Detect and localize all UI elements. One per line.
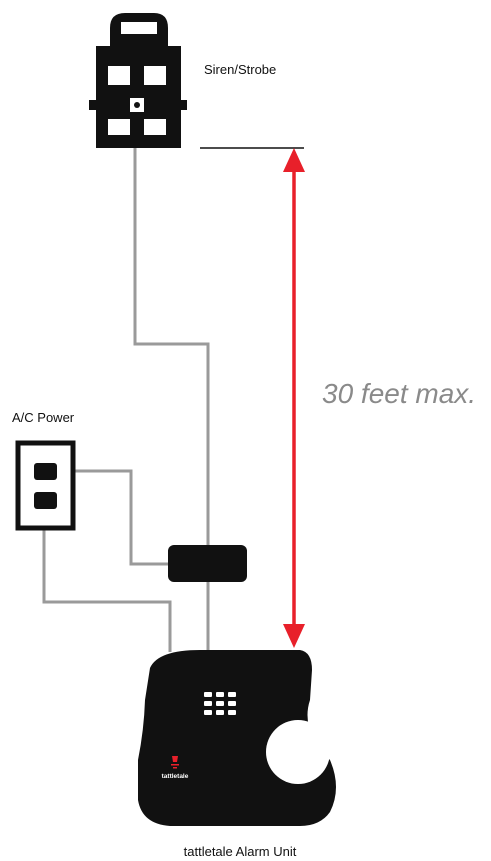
alarm-unit-icon: tattletale (138, 650, 336, 826)
power-outlet-icon (15, 440, 76, 531)
tattletale-logo-icon: tattletale (162, 756, 189, 780)
alarm-unit-label: tattletale Alarm Unit (184, 844, 297, 859)
power-label: A/C Power (12, 410, 75, 425)
keypad-icon (204, 692, 236, 715)
alarm-unit-sensor-icon (266, 720, 330, 784)
siren-strobe-icon (89, 13, 187, 148)
alarm-unit-brand: tattletale (162, 773, 189, 780)
distance-label: 30 feet max. (322, 378, 476, 409)
power-adapter-icon (168, 545, 247, 582)
distance-arrow (283, 148, 305, 648)
siren-cable (133, 148, 210, 550)
outlet-top-cable (47, 469, 170, 566)
siren-label: Siren/Strobe (204, 62, 276, 77)
